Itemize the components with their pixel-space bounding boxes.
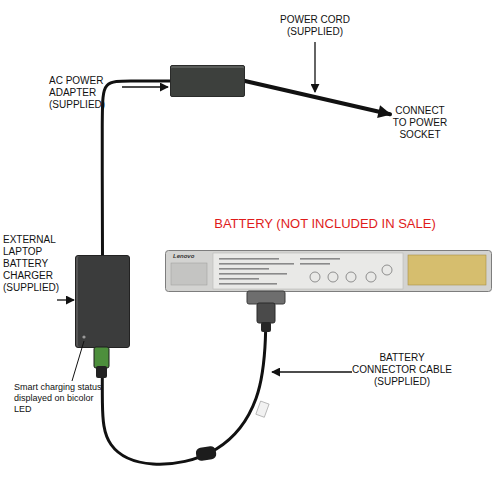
sticker-print: [219, 283, 277, 285]
callout-heading: CONNECT TO POWER SOCKET: [390, 105, 450, 141]
certification-mark: [382, 265, 392, 275]
leader-arrow: [122, 86, 168, 87]
battery-casing: [166, 251, 492, 292]
cable: [102, 81, 170, 255]
leader-arrow: [57, 299, 74, 300]
certification-mark: [310, 272, 320, 282]
ferrite-bead: [195, 446, 217, 462]
sticker-print: [219, 273, 287, 275]
battery-plug: [247, 291, 285, 304]
sticker-print: [219, 278, 259, 280]
sticker-print: [300, 258, 340, 260]
certification-mark: [346, 272, 356, 282]
leader-arrow: [314, 42, 315, 92]
brand-logo: Lenovo: [173, 253, 213, 260]
battery-plug-body: [257, 303, 275, 323]
callout-label: POWER CORD (SUPPLIED): [265, 14, 365, 38]
battery-charger: EXTERNAL LAPTOP BATTERY CHARGER (SUPPLIE…: [75, 255, 130, 348]
certification-mark: [328, 272, 338, 282]
plug-strain-relief: [96, 366, 107, 378]
battery-body: [165, 250, 492, 292]
sticker-print: [300, 263, 330, 265]
callout-heading: AC POWER ADAPTER (SUPPLIED): [49, 75, 123, 111]
callout-label: BATTERY CONNECTOR CABLE (SUPPLIED): [352, 352, 452, 388]
sticker-print: [219, 263, 294, 265]
sticker-print: [219, 258, 279, 260]
battery-sticker: [213, 253, 403, 289]
leader-arrow: [272, 371, 352, 372]
output-plug: [94, 347, 109, 368]
plug-strain-relief: [261, 322, 271, 332]
power-socket: CONNECT TO POWER SOCKET: [390, 103, 450, 143]
battery-heading: BATTERY (NOT INCLUDED IN SALE): [205, 216, 445, 231]
battery-warning-label: [408, 255, 486, 285]
laptop-battery: BATTERY (NOT INCLUDED IN SALE)Lenovo: [165, 250, 492, 292]
power-cord: [245, 81, 390, 114]
battery-recess: [171, 263, 207, 285]
power-adapter: AC POWER ADAPTER (SUPPLIED): [170, 65, 245, 97]
cable-tag: [256, 401, 269, 417]
sticker-print: [219, 268, 269, 270]
certification-mark: [366, 272, 376, 282]
callout-heading: EXTERNAL LAPTOP BATTERY CHARGER (SUPPLIE…: [3, 234, 63, 294]
callout-label: Smart charging status displayed on bicol…: [14, 382, 106, 415]
